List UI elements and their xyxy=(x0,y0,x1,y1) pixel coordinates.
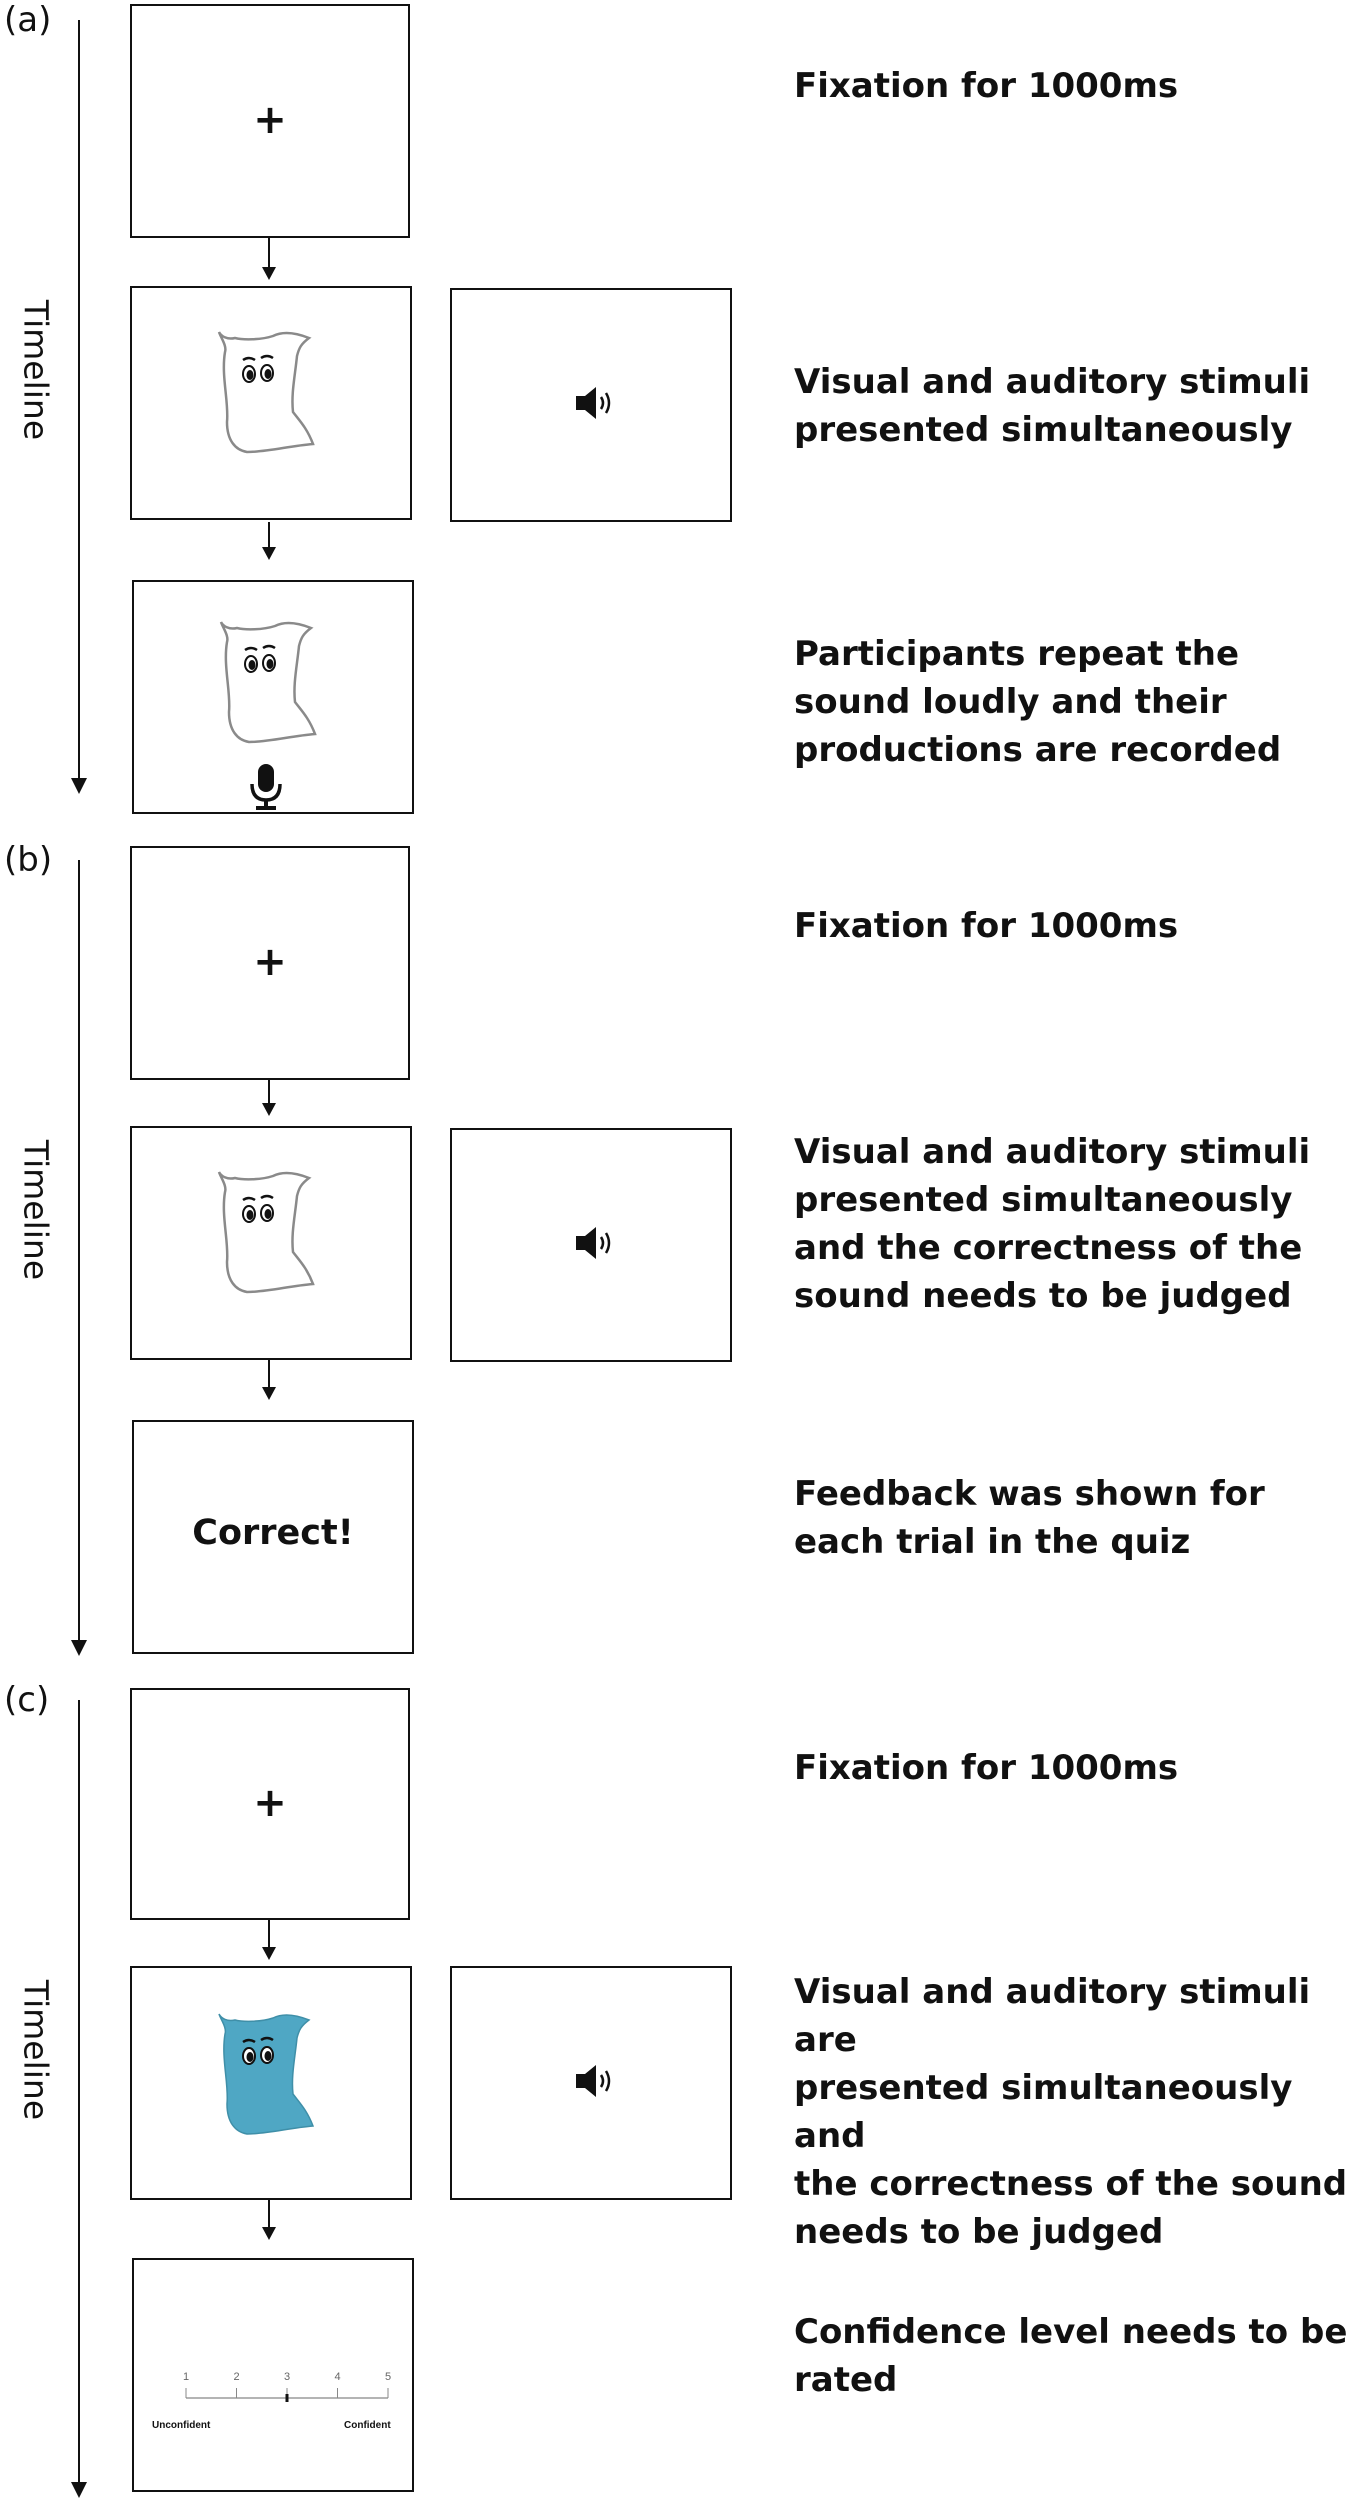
scale-tick-label[interactable]: 5 xyxy=(385,2371,391,2383)
timeline-label: Timeline xyxy=(16,1139,56,1281)
ghost-creature-icon xyxy=(207,1156,317,1296)
step-description: Feedback was shown for each trial in the… xyxy=(794,1474,1265,1562)
feedback-screen: Correct! xyxy=(132,1420,414,1654)
panel-label: (b) xyxy=(4,840,53,880)
scale-selected-marker[interactable] xyxy=(285,2394,289,2402)
fixation-screen: + xyxy=(130,1688,410,1920)
step-description: Fixation for 1000ms xyxy=(794,66,1179,106)
confidence-rating-scale[interactable]: Unconfident Confident 1 2 3 4 5 xyxy=(144,2350,404,2440)
panel-c: (c) Timeline + Fixation for 1000ms Visua… xyxy=(0,1680,1349,2520)
visual-stimulus-screen xyxy=(130,1966,412,2200)
visual-stimulus-screen xyxy=(130,1126,412,1360)
ghost-creature-icon xyxy=(209,606,319,746)
panel-a: (a) Timeline + Fixation for 1000ms Visua… xyxy=(0,0,1349,840)
rating-screen: Unconfident Confident 1 2 3 4 5 xyxy=(132,2258,414,2492)
feedback-text: Correct! xyxy=(192,1513,354,1553)
step-arrow xyxy=(262,238,276,280)
fixation-cross: + xyxy=(253,97,287,144)
timeline-label: Timeline xyxy=(16,1979,56,2121)
panel-b: (b) Timeline + Fixation for 1000ms Visua… xyxy=(0,840,1349,1680)
step-description: Fixation for 1000ms xyxy=(794,1748,1179,1788)
step-description: Confidence level needs to be rated xyxy=(794,2312,1348,2400)
scale-tick-label[interactable]: 2 xyxy=(233,2371,239,2383)
step-description: Participants repeat the sound loudly and… xyxy=(794,634,1282,770)
step-description: Visual and auditory stimuli are presente… xyxy=(794,1972,1348,2252)
scale-tick-label[interactable]: 1 xyxy=(183,2371,189,2383)
blue-ghost-creature-icon xyxy=(207,1998,317,2138)
timeline-arrow xyxy=(71,860,87,1656)
scale-low-label: Unconfident xyxy=(152,2420,211,2431)
timeline-arrow xyxy=(71,1700,87,2498)
scale-high-label: Confident xyxy=(344,2420,391,2431)
step-arrow xyxy=(262,522,276,560)
fixation-cross: + xyxy=(253,939,287,986)
scale-tick-label[interactable]: 3 xyxy=(284,2371,290,2383)
ghost-creature-icon xyxy=(207,316,317,456)
fixation-screen: + xyxy=(130,4,410,238)
step-description: Fixation for 1000ms xyxy=(794,906,1179,946)
timeline-label: Timeline xyxy=(16,299,56,441)
fixation-screen: + xyxy=(130,846,410,1080)
fixation-cross: + xyxy=(253,1780,287,1827)
auditory-stimulus-screen xyxy=(450,1966,732,2200)
timeline-arrow xyxy=(71,20,87,794)
speaker-icon xyxy=(576,1227,611,1259)
auditory-stimulus-screen xyxy=(450,1128,732,1362)
step-arrow xyxy=(262,1080,276,1116)
panel-label: (a) xyxy=(4,0,52,40)
step-arrow xyxy=(262,2200,276,2240)
step-description: Visual and auditory stimuli presented si… xyxy=(794,1132,1311,1316)
step-arrow xyxy=(262,1360,276,1400)
scale-tick-label[interactable]: 4 xyxy=(334,2371,340,2383)
microphone-icon xyxy=(250,764,282,810)
step-description: Visual and auditory stimuli presented si… xyxy=(794,362,1311,450)
auditory-stimulus-screen xyxy=(450,288,732,522)
panel-label: (c) xyxy=(4,1680,50,1720)
speaker-icon xyxy=(576,387,611,419)
speaker-icon xyxy=(576,2065,611,2097)
step-arrow xyxy=(262,1920,276,1960)
recording-screen xyxy=(132,580,414,814)
visual-stimulus-screen xyxy=(130,286,412,520)
